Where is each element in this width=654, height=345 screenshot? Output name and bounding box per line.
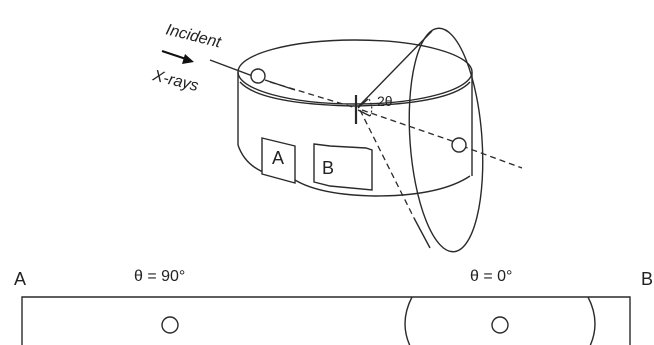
entrance-hole [250, 68, 266, 84]
exit-hole [451, 137, 467, 153]
beam-path-outside [461, 145, 523, 169]
strip-end-label-a: A [14, 269, 26, 289]
film-piece-a [261, 137, 296, 184]
film-bottom-rim [294, 175, 471, 197]
angle-tick-lower [357, 109, 371, 117]
strip-end-label-b: B [641, 269, 653, 289]
film-piece-b [313, 143, 373, 191]
cone-line-lower-solid [413, 217, 431, 249]
xrays-label: X-rays [150, 67, 200, 95]
incident-beam-line [209, 59, 259, 79]
film-top-rim [237, 39, 473, 105]
incident-label: Incident [164, 21, 223, 51]
film-strip: A B θ = 90° θ = 0° [14, 268, 653, 345]
cone-line-upper [357, 30, 433, 108]
diffraction-arc-left [404, 296, 413, 345]
cut-label-a: A [272, 148, 284, 168]
angle-tick-upper [357, 98, 369, 109]
theta-90-label: θ = 90° [134, 268, 185, 285]
theta-0-label: θ = 0° [470, 268, 512, 285]
incident-arrow-shaft [161, 50, 187, 60]
cone-line-lower [359, 109, 415, 219]
forward-beam-hole [491, 316, 509, 334]
beam-path-exit [361, 109, 459, 144]
back-reflection-hole [161, 316, 179, 334]
cut-label-b: B [322, 158, 334, 178]
incident-arrow-head [182, 54, 194, 64]
film-strip-outline [21, 296, 631, 345]
entrance-tube [264, 79, 296, 91]
diffraction-cone-ellipse [408, 27, 484, 253]
diffraction-arc-right [587, 296, 596, 345]
angle-label: 2θ [377, 93, 393, 109]
angle-arc [368, 98, 373, 117]
camera-illustration: A B 2θ Incident X-rays [150, 21, 523, 253]
